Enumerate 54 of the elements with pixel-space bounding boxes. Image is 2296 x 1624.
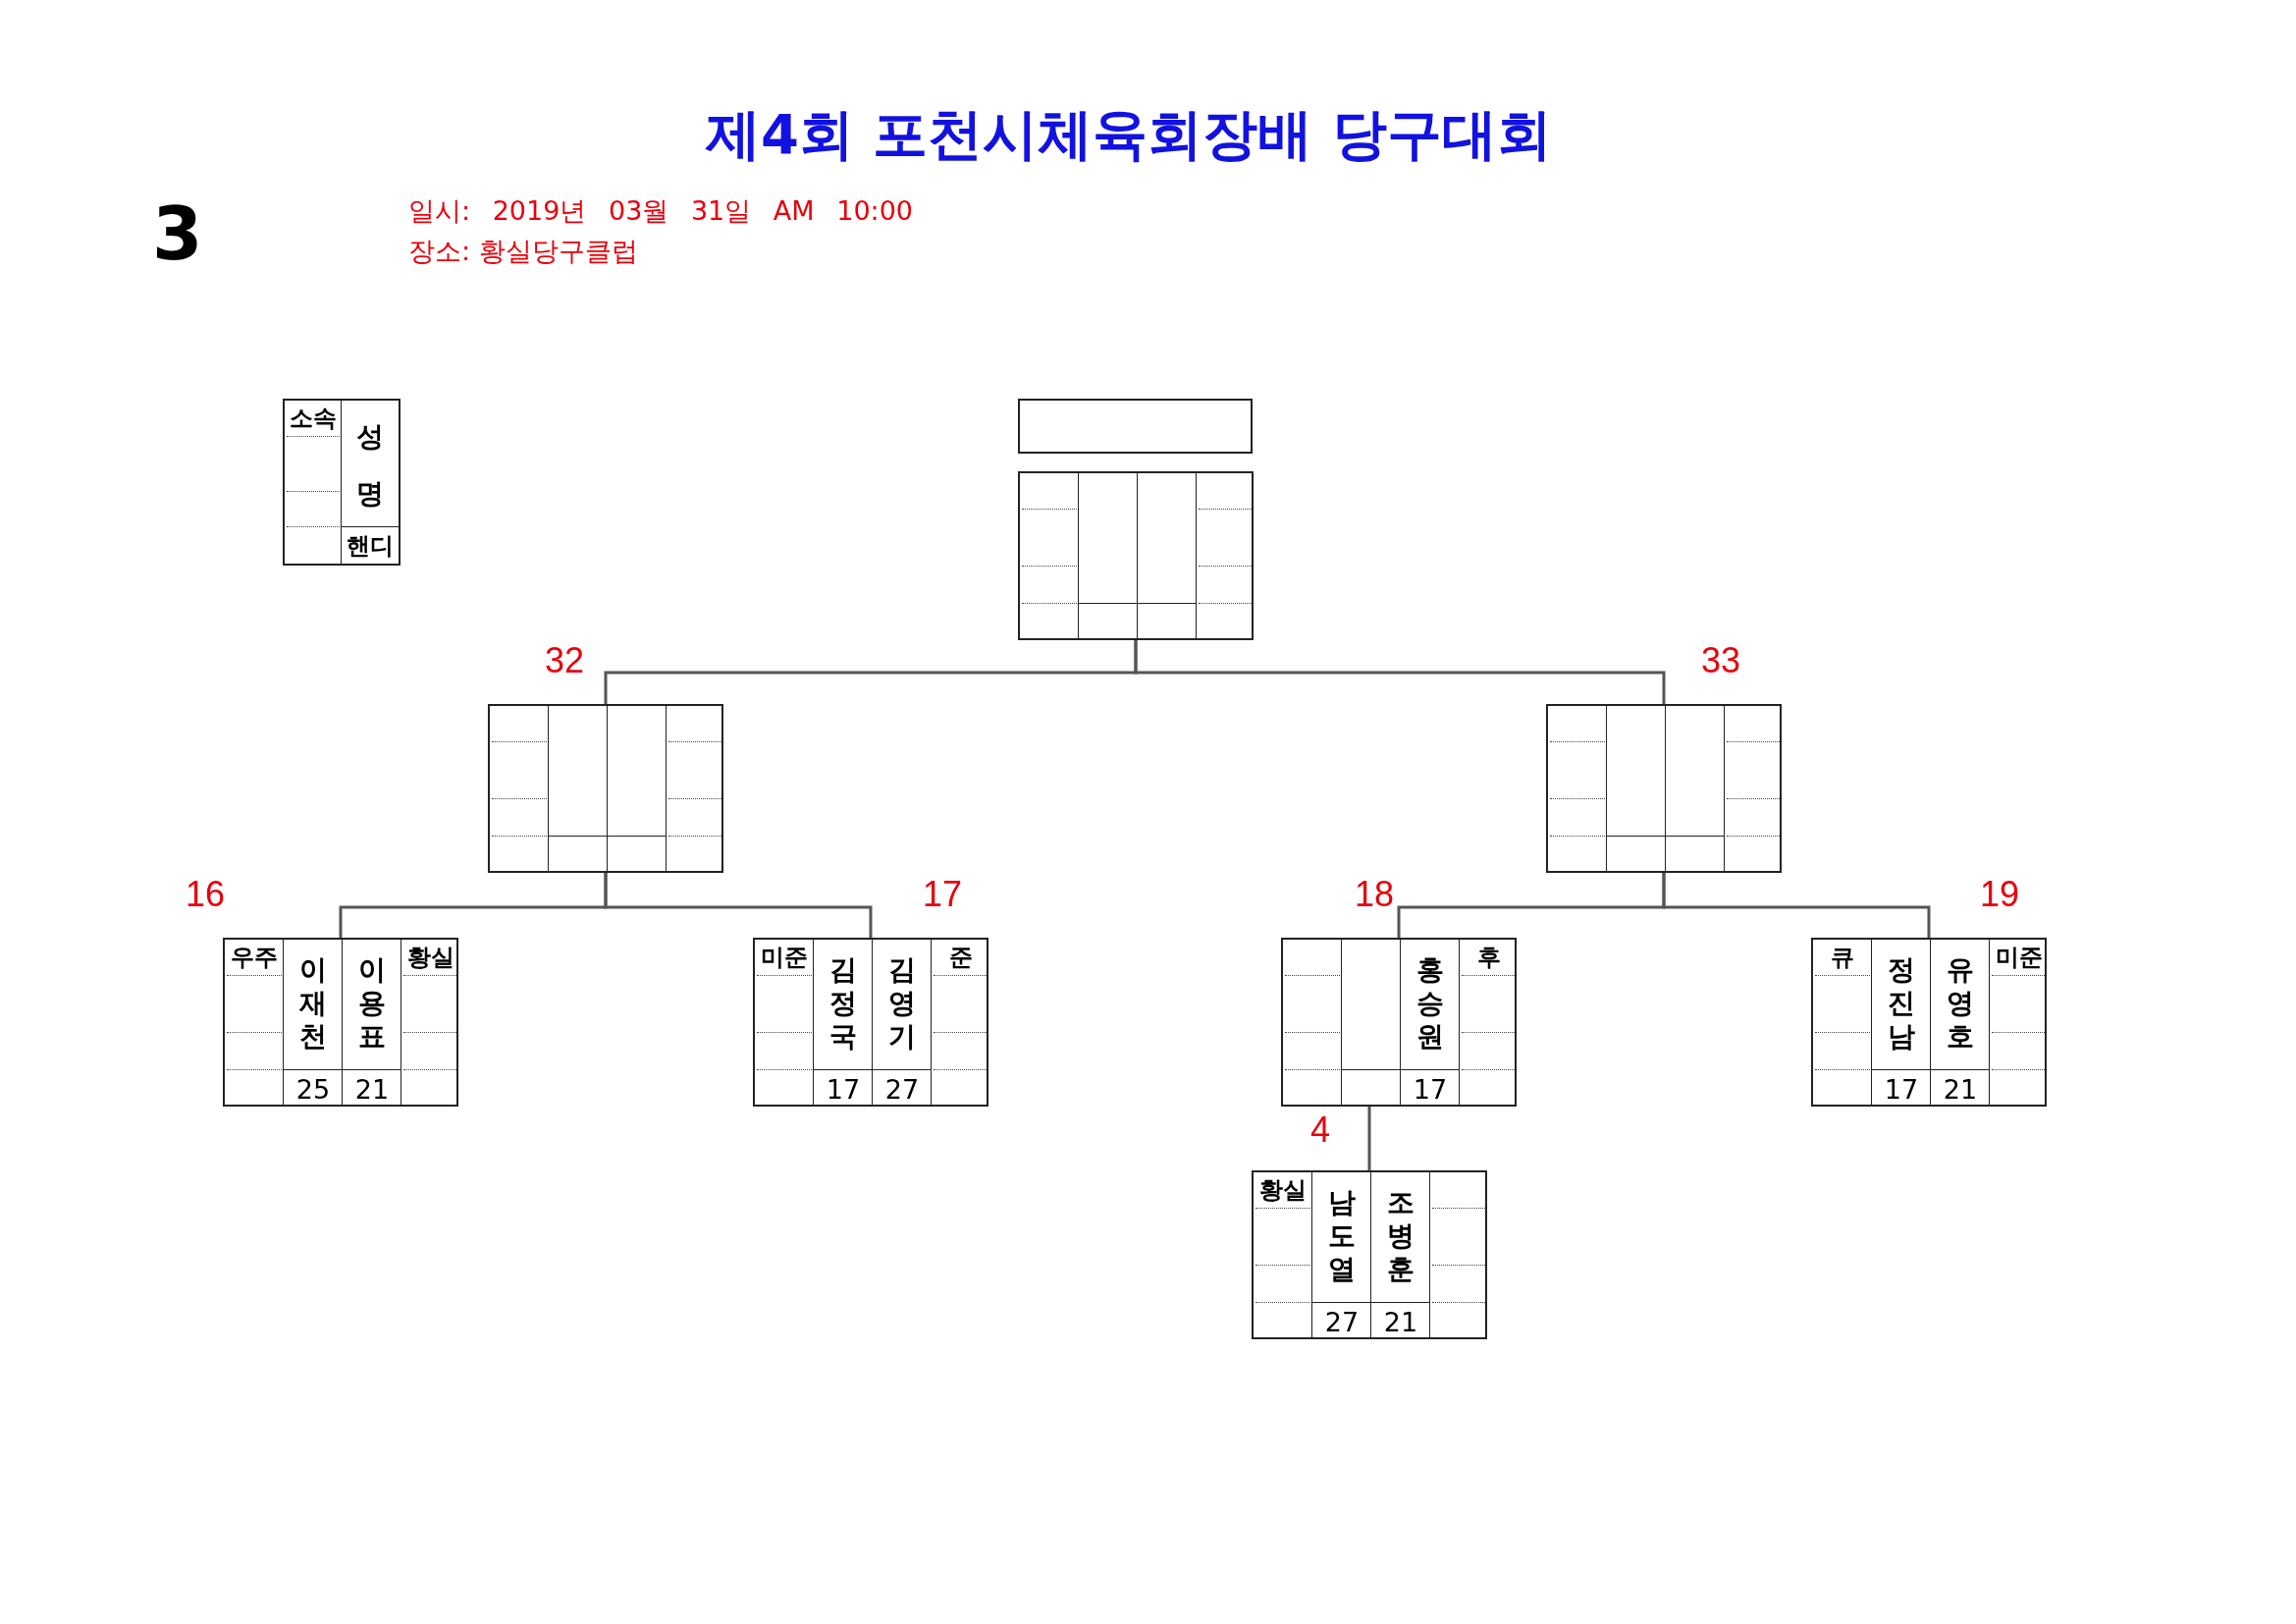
- player-name: 홍승원: [1415, 953, 1445, 1054]
- match-number: 33: [1701, 640, 1741, 681]
- handicap-value: 27: [884, 1073, 920, 1105]
- handicap-value: 21: [354, 1073, 390, 1105]
- player-name: 이재천: [298, 953, 328, 1054]
- empty-table: [1546, 704, 1782, 873]
- bracket-line: [604, 873, 873, 938]
- club-name: 미준: [761, 943, 808, 973]
- bracket-line: [1662, 873, 1931, 938]
- player-name: 유영호: [1946, 953, 1975, 1054]
- empty-table: [1018, 471, 1254, 640]
- player-name: 조병훈: [1386, 1186, 1415, 1286]
- club-name: 우주: [231, 943, 278, 973]
- match-number: 32: [545, 640, 585, 681]
- club-name: 황실: [1259, 1175, 1307, 1206]
- match-number: 19: [1980, 874, 2020, 915]
- match-number: 18: [1355, 874, 1395, 915]
- match-number: 16: [186, 874, 226, 915]
- player-name: 남도열: [1327, 1186, 1357, 1286]
- match-table: [753, 938, 988, 1107]
- club-name: 큐: [1831, 943, 1854, 973]
- title: 제4회 포천시체육회장배 당구대회: [704, 101, 1553, 168]
- club-name: 미준: [1996, 943, 2043, 973]
- club-name: 후: [1477, 943, 1501, 973]
- date-text: 일시: 2019년 03월 31일 AM 10:00: [408, 194, 913, 228]
- venue-text: 장소: 황실당구클럽: [408, 235, 638, 268]
- winner-box: [1018, 399, 1253, 454]
- match-number: 4: [1310, 1110, 1331, 1151]
- bracket-line: [1367, 1107, 1371, 1170]
- match-table: [1252, 1170, 1487, 1339]
- header-label: 성 명: [355, 419, 385, 512]
- player-name: 김영기: [887, 953, 917, 1054]
- handicap-value: 27: [1324, 1306, 1360, 1337]
- club-name: 준: [949, 943, 973, 973]
- match-table: [1811, 938, 2047, 1107]
- empty-table: [488, 704, 723, 873]
- handicap-value: 21: [1383, 1306, 1418, 1337]
- match-number: 17: [923, 874, 963, 915]
- key-table: [283, 399, 400, 566]
- page-number: 3: [152, 191, 203, 276]
- match-table: [223, 938, 458, 1107]
- player-name: 김정국: [828, 953, 858, 1054]
- player-name: 정진남: [1887, 953, 1916, 1054]
- handicap-value: 21: [1943, 1073, 1978, 1105]
- club-name: 황실: [407, 943, 454, 973]
- header-label: 소속: [290, 404, 337, 434]
- player-name: 이용표: [357, 953, 387, 1054]
- handicap-value: 17: [826, 1073, 861, 1105]
- match-table: [1281, 938, 1517, 1107]
- header-label: 핸디: [347, 531, 394, 562]
- bracket-line: [1134, 640, 1666, 704]
- handicap-value: 17: [1413, 1073, 1448, 1105]
- handicap-value: 25: [295, 1073, 331, 1105]
- handicap-value: 17: [1884, 1073, 1919, 1105]
